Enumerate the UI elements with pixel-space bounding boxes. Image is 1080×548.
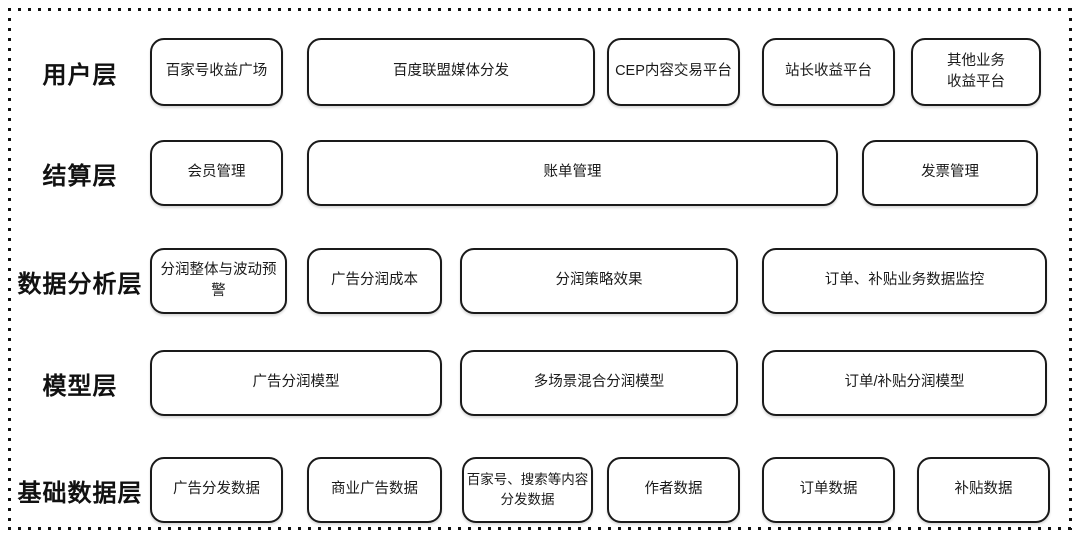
layer-label-base-data: 基础数据层 bbox=[17, 479, 143, 507]
box-label: 补贴数据 bbox=[954, 481, 1013, 498]
box-label: 广告分润模型 bbox=[252, 374, 340, 391]
box-ad-profit-cost: 广告分润成本 bbox=[307, 248, 442, 314]
box-label: 作者数据 bbox=[644, 481, 703, 498]
box-label: 其他业务 收益平台 bbox=[947, 52, 1005, 90]
layer-row-model: 模型层 广告分润模型 多场景混合分润模型 订单/补贴分润模型 bbox=[0, 350, 1080, 416]
box-order-subsidy-data-monitoring: 订单、补贴业务数据监控 bbox=[762, 248, 1047, 314]
box-label: 订单、补贴业务数据监控 bbox=[824, 272, 985, 289]
box-label: 广告分发数据 bbox=[173, 481, 260, 498]
layer-label-model: 模型层 bbox=[42, 372, 118, 400]
box-label: 广告分润成本 bbox=[331, 272, 418, 289]
box-baijiahao-search-content-distribution-data: 百家号、搜索等内容 分发数据 bbox=[462, 457, 593, 523]
box-multi-scenario-mixed-profit-model: 多场景混合分润模型 bbox=[460, 350, 738, 416]
box-profit-strategy-effect: 分润策略效果 bbox=[460, 248, 738, 314]
box-commercial-ad-data: 商业广告数据 bbox=[307, 457, 442, 523]
box-ad-profit-model: 广告分润模型 bbox=[150, 350, 442, 416]
layer-row-user: 用户层 百家号收益广场 百度联盟媒体分发 CEP内容交易平台 站长收益平台 其他… bbox=[0, 38, 1080, 106]
box-label: 账单管理 bbox=[543, 164, 602, 181]
box-label: 发票管理 bbox=[921, 164, 979, 181]
box-baidu-union-media-distribution: 百度联盟媒体分发 bbox=[307, 38, 595, 106]
box-author-data: 作者数据 bbox=[607, 457, 740, 523]
box-label: 订单数据 bbox=[799, 481, 858, 498]
box-order-subsidy-profit-model: 订单/补贴分润模型 bbox=[762, 350, 1047, 416]
box-label: 百度联盟媒体分发 bbox=[393, 63, 509, 80]
box-cep-content-trading-platform: CEP内容交易平台 bbox=[607, 38, 740, 106]
box-baijiahao-revenue-plaza: 百家号收益广场 bbox=[150, 38, 283, 106]
box-profit-overall-fluctuation-alert: 分润整体与波动预警 bbox=[150, 248, 287, 314]
layer-label-data-analysis: 数据分析层 bbox=[17, 270, 143, 298]
box-bill-management: 账单管理 bbox=[307, 140, 838, 206]
box-label: 订单/补贴分润模型 bbox=[844, 374, 965, 391]
box-label: 站长收益平台 bbox=[785, 63, 872, 80]
box-invoice-management: 发票管理 bbox=[862, 140, 1038, 206]
layer-label-settlement: 结算层 bbox=[42, 162, 118, 190]
box-label: 分润整体与波动预警 bbox=[160, 261, 277, 299]
box-label: CEP内容交易平台 bbox=[615, 63, 732, 80]
box-ad-distribution-data: 广告分发数据 bbox=[150, 457, 283, 523]
box-member-management: 会员管理 bbox=[150, 140, 283, 206]
box-label: 多场景混合分润模型 bbox=[533, 374, 665, 391]
layer-row-settlement: 结算层 会员管理 账单管理 发票管理 bbox=[0, 140, 1080, 206]
box-label: 会员管理 bbox=[187, 164, 246, 181]
box-webmaster-revenue-platform: 站长收益平台 bbox=[762, 38, 895, 106]
box-subsidy-data: 补贴数据 bbox=[917, 457, 1050, 523]
layer-row-base-data: 基础数据层 广告分发数据 商业广告数据 百家号、搜索等内容 分发数据 作者数据 … bbox=[0, 457, 1080, 523]
layer-row-data-analysis: 数据分析层 分润整体与波动预警 广告分润成本 分润策略效果 订单、补贴业务数据监… bbox=[0, 248, 1080, 314]
box-other-business-revenue-platform: 其他业务 收益平台 bbox=[911, 38, 1041, 106]
layer-label-user: 用户层 bbox=[42, 61, 118, 89]
box-label: 商业广告数据 bbox=[331, 481, 418, 498]
box-order-data: 订单数据 bbox=[762, 457, 895, 523]
box-label: 分润策略效果 bbox=[555, 272, 643, 289]
box-label: 百家号、搜索等内容 分发数据 bbox=[466, 472, 589, 507]
box-label: 百家号收益广场 bbox=[165, 63, 268, 80]
